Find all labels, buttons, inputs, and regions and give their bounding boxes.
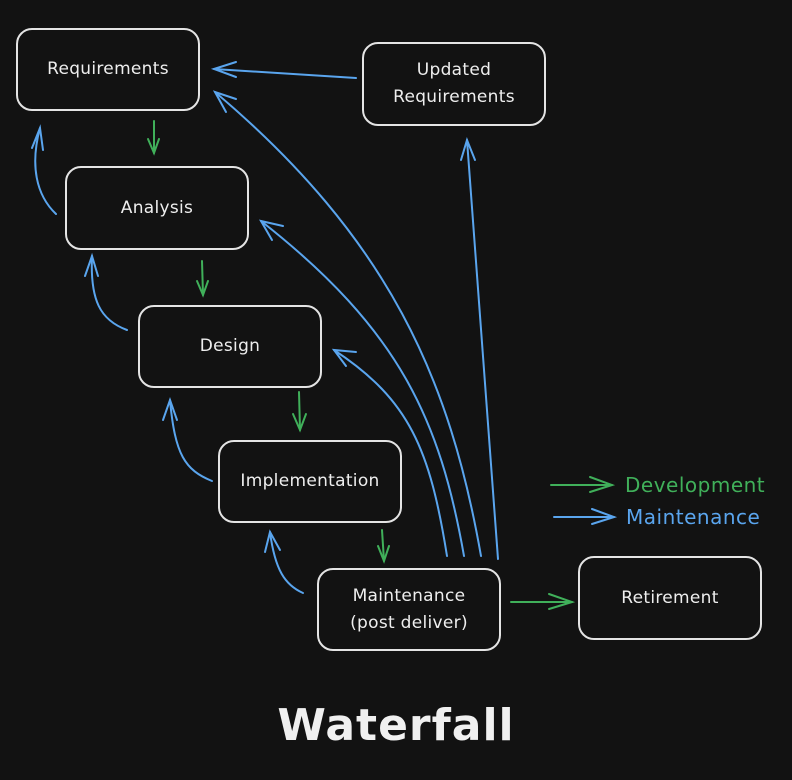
arrow-maintenance-to-analysis: [258, 219, 465, 557]
arrow-design-to-analysis: [84, 252, 128, 331]
arrow-implementation-to-design: [162, 396, 213, 482]
node-label: Requirements: [47, 59, 169, 79]
arrow-design-to-implementation: [292, 391, 307, 433]
arrow-maintenance-to-design: [331, 348, 448, 557]
arrow-maintenance-to-requirements: [212, 90, 482, 557]
node-label: Design: [199, 336, 261, 356]
node-label: Implementation: [240, 471, 380, 491]
arrow-requirements-to-analysis: [147, 120, 160, 156]
node-requirements[interactable]: Requirements: [16, 28, 200, 111]
node-retirement[interactable]: Retirement: [578, 556, 762, 640]
arrow-analysis-to-design: [196, 260, 209, 298]
maintenance-arrows: [31, 61, 618, 594]
node-label: Updated Requirements: [393, 57, 515, 111]
node-label: Maintenance (post deliver): [350, 583, 468, 637]
node-label: Analysis: [120, 197, 194, 218]
arrow-analysis-to-requirements: [31, 124, 57, 215]
legend-development-label: Development: [625, 473, 766, 497]
node-maintenance[interactable]: Maintenance (post deliver): [317, 568, 501, 651]
node-design[interactable]: Design: [138, 305, 322, 388]
legend-development-arrow: [550, 476, 616, 493]
diagram-title: Waterfall: [277, 700, 515, 751]
arrow-maintenance-to-updated-requirements: [460, 136, 499, 560]
arrow-implementation-to-maintenance: [377, 529, 390, 564]
arrow-maintenance-to-implementation: [264, 529, 304, 594]
node-implementation[interactable]: Implementation: [218, 440, 402, 523]
node-updated-requirements[interactable]: Updated Requirements: [362, 42, 546, 126]
arrow-maintenance-to-retirement: [510, 593, 576, 610]
node-label-line2: (post deliver): [350, 612, 468, 633]
node-label: Retirement: [621, 587, 719, 608]
arrow-updated-requirements-to-requirements: [210, 61, 357, 79]
node-label-line1: Maintenance: [352, 585, 466, 606]
legend-maintenance-label: Maintenance: [626, 505, 761, 529]
node-analysis[interactable]: Analysis: [65, 166, 249, 250]
node-label-line1: Updated: [416, 60, 492, 80]
development-arrows: [147, 120, 616, 610]
legend-maintenance-arrow: [553, 508, 618, 525]
node-label-line2: Requirements: [393, 87, 515, 107]
